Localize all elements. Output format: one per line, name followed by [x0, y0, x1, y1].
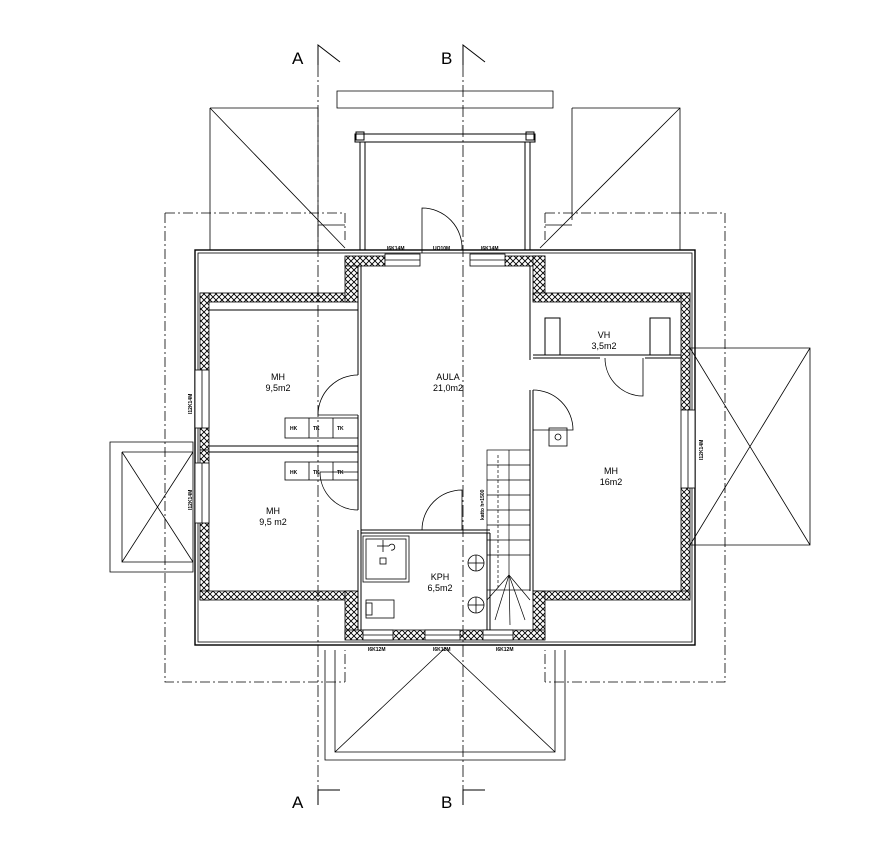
- room-vh-area: 3,5m2: [591, 341, 616, 351]
- section-b-top: B: [441, 49, 452, 68]
- closet-hk-upper: HK: [290, 426, 298, 432]
- interior-walls: [209, 266, 681, 630]
- room-mh-r-area: 16m2: [600, 477, 623, 487]
- section-b-bottom: B: [441, 793, 452, 812]
- section-a-bottom: A: [292, 793, 304, 812]
- room-mh-ll-area: 9,5 m2: [259, 517, 287, 527]
- room-aula-name: AULA: [436, 372, 460, 382]
- label-right-window: I12K14M: [699, 440, 705, 460]
- doors: [317, 207, 644, 531]
- room-mh-r-name: MH: [604, 466, 618, 476]
- closet-tk-upper-1: TK: [313, 426, 320, 432]
- closet-hk-lower: HK: [290, 470, 298, 476]
- windows: [194, 253, 696, 641]
- room-mh-ul-area: 9,5m2: [265, 383, 290, 393]
- closet-tk-lower-1: TK: [313, 470, 320, 476]
- label-top-right-window: I6K14M: [481, 246, 499, 252]
- label-bottom-left-window: I6K12M: [368, 647, 386, 653]
- porch: [354, 131, 536, 250]
- closet-tk-upper-2: TK: [337, 426, 344, 432]
- room-aula-area: 21,0m2: [433, 383, 463, 393]
- roof-outline: [164, 212, 726, 683]
- room-mh-ll-name: MH: [266, 506, 280, 516]
- closet-tk-lower-2: TK: [337, 470, 344, 476]
- room-mh-ul-name: MH: [271, 372, 285, 382]
- room-kph-name: KPH: [431, 572, 450, 582]
- section-markers: [317, 43, 486, 805]
- label-top-door: UO10M: [433, 246, 450, 252]
- room-vh-name: VH: [598, 330, 611, 340]
- staircase: [486, 449, 531, 626]
- label-left-lower-window: I12K14M: [188, 490, 194, 510]
- room-kph-area: 6,5m2: [427, 583, 452, 593]
- bathroom-fixtures: [362, 427, 568, 619]
- label-bottom-right-window: I6K12M: [496, 647, 514, 653]
- label-left-upper-window: I12K14M: [188, 394, 194, 414]
- label-top-left-window: I6K14M: [387, 246, 405, 252]
- roof-planes: [109, 90, 811, 761]
- section-lines: [317, 65, 464, 805]
- stair-label: katto h=1500: [480, 489, 486, 520]
- label-bottom-center-window: I6K12M: [433, 647, 451, 653]
- closets: [284, 417, 359, 481]
- section-a-top: A: [292, 49, 304, 68]
